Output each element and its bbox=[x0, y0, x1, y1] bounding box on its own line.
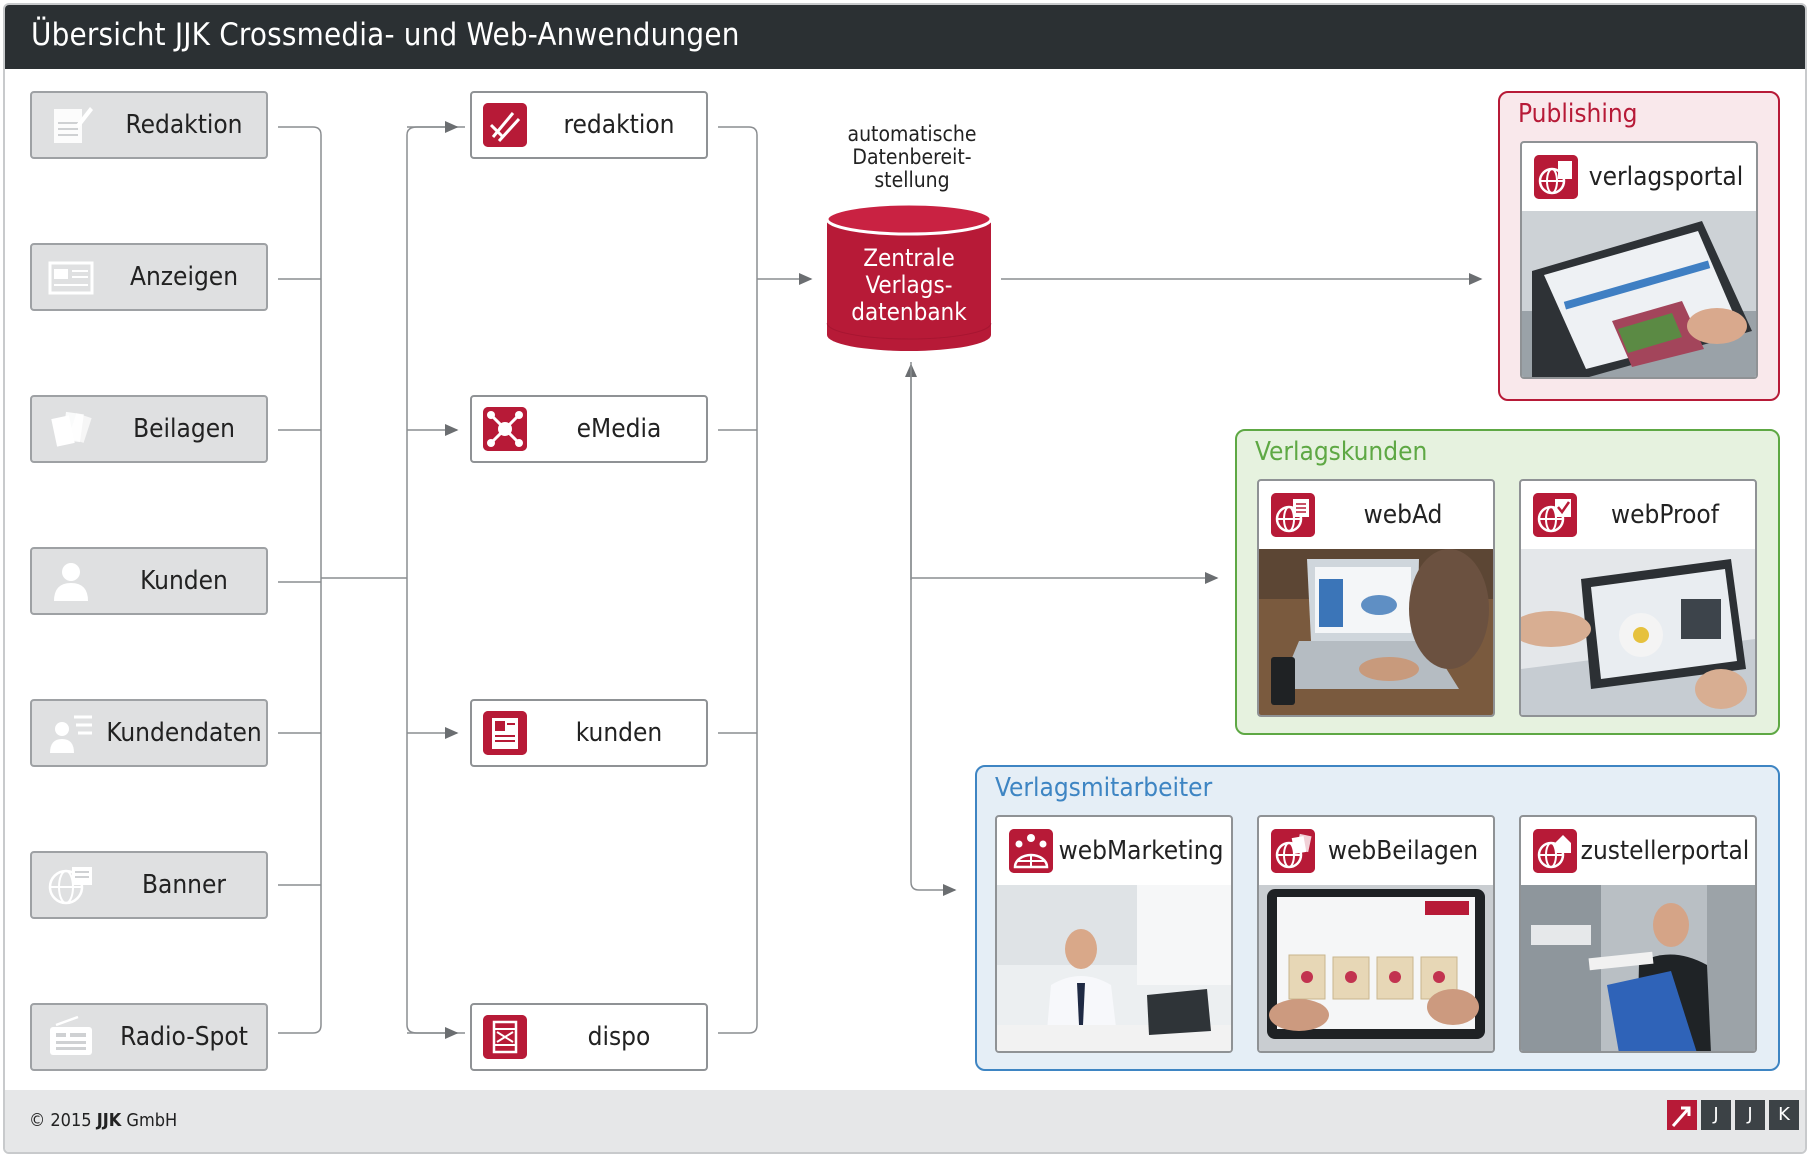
data-provision-note: automatische Datenbereit- stellung bbox=[827, 123, 997, 192]
card-webproof: webProof bbox=[1519, 479, 1757, 717]
card-webad: webAd bbox=[1257, 479, 1495, 717]
card-webmarketing: webMarketing bbox=[995, 815, 1233, 1053]
layout-frame-icon bbox=[483, 1015, 527, 1059]
group-verlagskunden: Verlagskunden webAd webPro bbox=[1235, 429, 1780, 735]
card-label: zustellerportal bbox=[1580, 836, 1750, 866]
source-kundendaten: Kundendaten bbox=[30, 699, 268, 767]
source-label: Anzeigen bbox=[129, 262, 239, 292]
group-title: Verlagsmitarbeiter bbox=[995, 773, 1213, 803]
logo-letter: K bbox=[1769, 1100, 1799, 1130]
source-radio-spot: Radio-Spot bbox=[30, 1003, 268, 1071]
card-header: webBeilagen bbox=[1259, 817, 1493, 885]
app-label: redaktion bbox=[563, 110, 675, 140]
app-emedia: eMedia bbox=[470, 395, 708, 463]
tablet-proof-photo bbox=[1521, 549, 1755, 715]
globe-house-icon bbox=[1533, 829, 1577, 873]
office-phone-photo bbox=[997, 885, 1231, 1051]
app-label: eMedia bbox=[576, 414, 662, 444]
source-kunden: Kunden bbox=[30, 547, 268, 615]
network-icon bbox=[483, 407, 527, 451]
delivery-person-photo bbox=[1521, 885, 1755, 1051]
note-line: stellung bbox=[874, 168, 950, 192]
database-cylinder-icon bbox=[825, 203, 993, 351]
group-title: Verlagskunden bbox=[1255, 437, 1428, 467]
logo-arrow-icon bbox=[1667, 1100, 1697, 1130]
page-title: Übersicht JJK Crossmedia- und Web-Anwend… bbox=[31, 17, 740, 53]
source-label: Kundendaten bbox=[106, 718, 262, 748]
card-label: webAd bbox=[1363, 500, 1443, 530]
globe-leaflet-icon bbox=[1271, 829, 1315, 873]
company-name-bold: JJK bbox=[96, 1110, 122, 1131]
logo-letter: J bbox=[1701, 1100, 1731, 1130]
footer: © 2015 JJK GmbH J J K bbox=[5, 1090, 1805, 1152]
database-label-line: Zentrale bbox=[863, 244, 955, 272]
connector-lines bbox=[278, 121, 1483, 1039]
laptop-photo bbox=[1259, 549, 1493, 715]
group-title: Publishing bbox=[1518, 99, 1638, 129]
document-pen-icon bbox=[54, 107, 93, 143]
card-verlagsportal: verlagsportal bbox=[1520, 141, 1758, 379]
source-label: Banner bbox=[141, 870, 227, 900]
source-label: Beilagen bbox=[133, 414, 235, 444]
diagram-frame: Übersicht JJK Crossmedia- und Web-Anwend… bbox=[3, 3, 1807, 1154]
card-label: webBeilagen bbox=[1327, 836, 1479, 866]
database-label-line: datenbank bbox=[851, 298, 967, 326]
pen-hand-icon bbox=[483, 103, 527, 147]
card-header: verlagsportal bbox=[1522, 143, 1756, 211]
card-label: webProof bbox=[1611, 500, 1719, 530]
card-label: verlagsportal bbox=[1588, 162, 1744, 192]
person-icon bbox=[54, 563, 88, 601]
card-header: zustellerportal bbox=[1521, 817, 1755, 885]
copyright-prefix: © 2015 bbox=[29, 1110, 97, 1131]
source-beilagen: Beilagen bbox=[30, 395, 268, 463]
card-zustellerportal: zustellerportal bbox=[1519, 815, 1757, 1053]
tablet-photo bbox=[1522, 211, 1756, 377]
note-line: Datenbereit- bbox=[852, 145, 972, 169]
jjk-logo: J J K bbox=[1667, 1100, 1799, 1130]
source-label: Redaktion bbox=[125, 110, 243, 140]
app-label: kunden bbox=[575, 718, 663, 748]
radio-icon bbox=[50, 1015, 92, 1055]
card-header: webProof bbox=[1521, 481, 1755, 549]
source-label: Radio-Spot bbox=[120, 1022, 248, 1052]
app-dispo: dispo bbox=[470, 1003, 708, 1071]
card-label: webMarketing bbox=[1058, 836, 1224, 866]
leaflets-icon bbox=[51, 411, 92, 447]
source-banner: Banner bbox=[30, 851, 268, 919]
globe-banner-icon bbox=[48, 867, 92, 905]
source-label: Kunden bbox=[140, 566, 228, 596]
globe-ad-icon bbox=[1271, 493, 1315, 537]
app-label: dispo bbox=[587, 1022, 651, 1052]
globe-newspaper-icon bbox=[1534, 155, 1578, 199]
people-globe-icon bbox=[1009, 829, 1053, 873]
ad-layout-icon bbox=[48, 261, 94, 295]
card-header: webMarketing bbox=[997, 817, 1231, 885]
group-verlagsmitarbeiter: Verlagsmitarbeiter webMarketing webBeila… bbox=[975, 765, 1780, 1071]
group-publishing: Publishing verlagsportal bbox=[1498, 91, 1780, 401]
globe-check-icon bbox=[1533, 493, 1577, 537]
source-redaktion: Redaktion bbox=[30, 91, 268, 159]
central-database: Zentrale Verlags- datenbank bbox=[825, 203, 993, 353]
customer-card-icon bbox=[483, 711, 527, 755]
card-webbeilagen: webBeilagen bbox=[1257, 815, 1495, 1053]
copyright: © 2015 JJK GmbH bbox=[29, 1110, 177, 1131]
person-list-icon bbox=[50, 715, 92, 753]
note-line: automatische bbox=[847, 122, 977, 146]
source-anzeigen: Anzeigen bbox=[30, 243, 268, 311]
tablet-leaflets-photo bbox=[1259, 885, 1493, 1051]
card-header: webAd bbox=[1259, 481, 1493, 549]
database-label: Zentrale Verlags- datenbank bbox=[825, 245, 993, 326]
app-redaktion: redaktion bbox=[470, 91, 708, 159]
company-name-rest: GmbH bbox=[121, 1110, 178, 1131]
database-label-line: Verlags- bbox=[865, 271, 953, 299]
logo-letter: J bbox=[1735, 1100, 1765, 1130]
app-kunden: kunden bbox=[470, 699, 708, 767]
title-bar: Übersicht JJK Crossmedia- und Web-Anwend… bbox=[5, 5, 1805, 69]
